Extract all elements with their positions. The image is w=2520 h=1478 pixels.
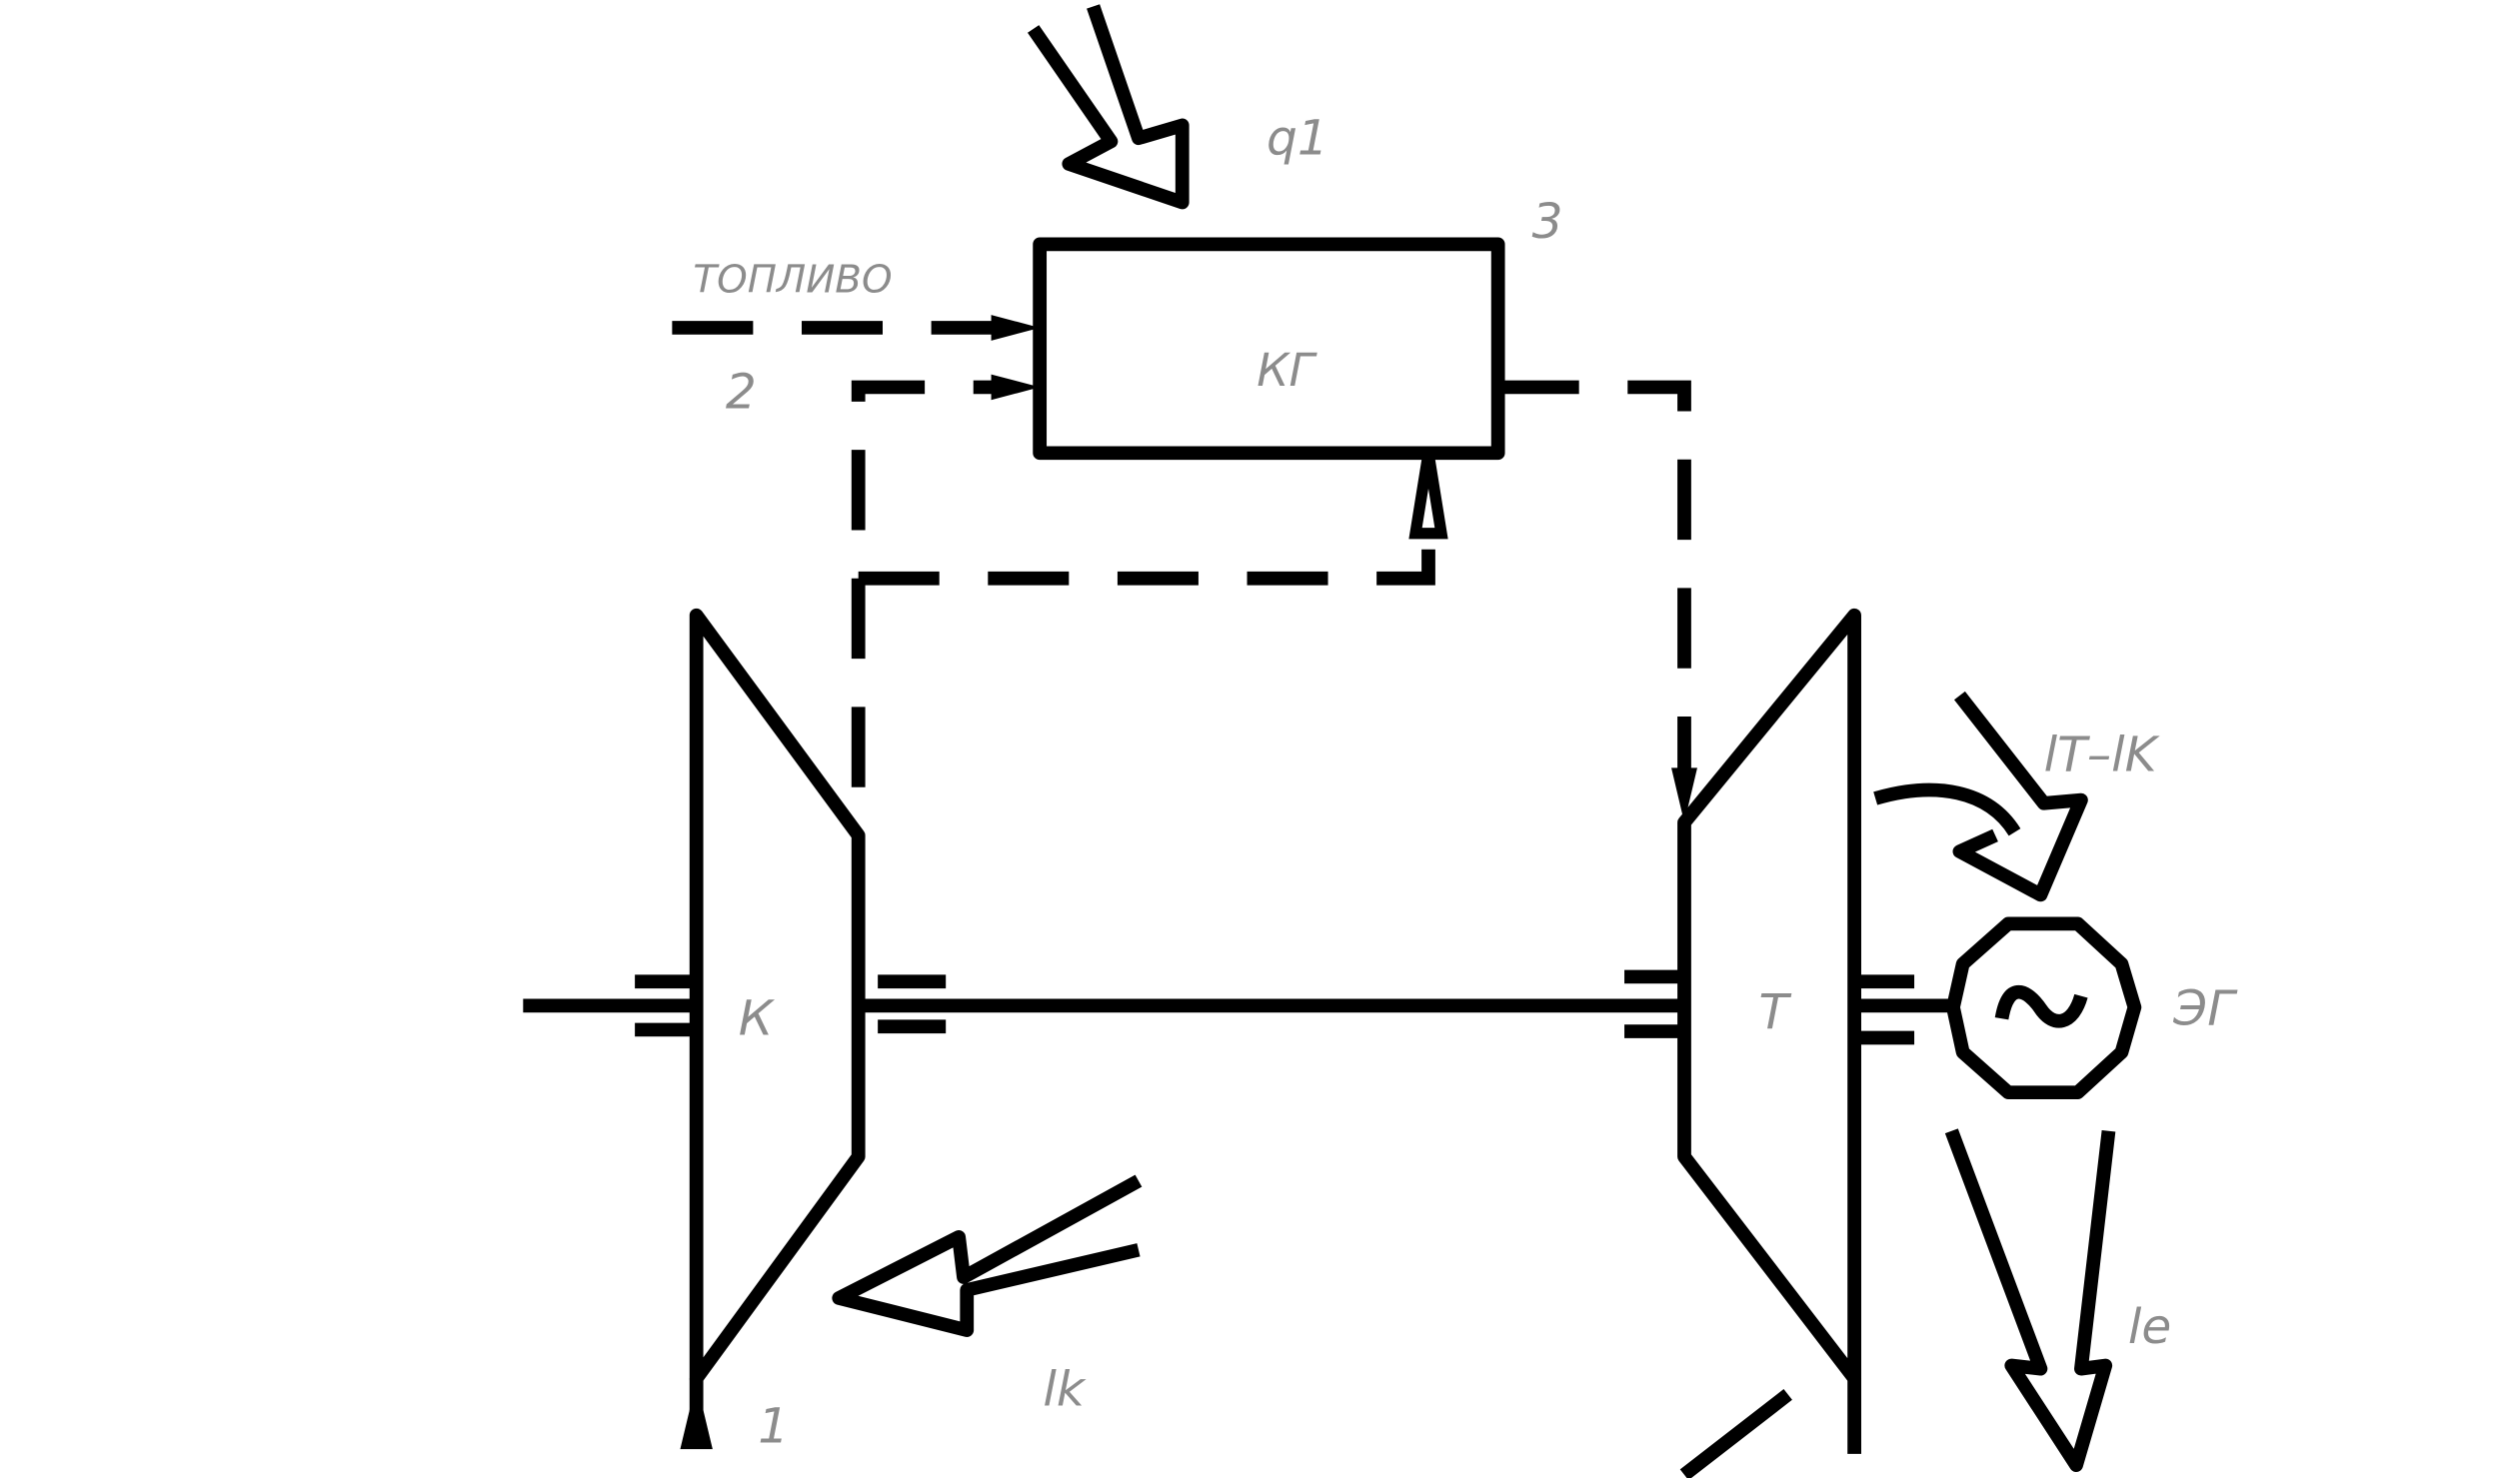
generator-label: ЭГ <box>2172 981 2238 1037</box>
heat-input-arrow <box>1027 4 1190 210</box>
hot-gas-line <box>1497 380 1691 779</box>
net-work-label: lT–lK <box>2044 728 2160 783</box>
net-work-curve <box>1873 782 2021 836</box>
gas-arrowhead <box>1671 767 1697 823</box>
generator-circle <box>1946 916 2142 1100</box>
turbine-label: Т <box>1759 984 1792 1040</box>
air-arrowhead-left <box>991 374 1041 401</box>
point-2-label: 2 <box>726 365 757 421</box>
turbine-exhaust-diagonal <box>1679 1389 1792 1478</box>
bearing-marks <box>635 969 1915 1045</box>
secondary-air-line <box>858 530 1435 586</box>
compressor-work-label: lk <box>1043 1362 1087 1418</box>
inlet-arrowhead <box>680 1381 713 1450</box>
electric-work-arrow <box>1944 1128 2116 1472</box>
combustion-chamber-box <box>1033 237 1505 461</box>
air-arrowhead-bottom <box>1408 452 1448 540</box>
compressor-body <box>689 608 866 1386</box>
fuel-arrowhead <box>991 315 1041 341</box>
fuel-label: ТОПЛИВО <box>693 258 892 303</box>
combustion-chamber-label: КГ <box>1257 344 1317 397</box>
point-3-label: 3 <box>1532 194 1563 250</box>
net-work-arrow <box>1952 691 2088 902</box>
heat-input-label: q1 <box>1266 111 1328 167</box>
compressor-label: К <box>739 990 776 1046</box>
alternating-current-icon <box>1994 984 2088 1028</box>
electric-work-label: le <box>2128 1299 2171 1355</box>
compressed-air-line <box>851 380 997 787</box>
point-1-label: 1 <box>758 1399 789 1455</box>
compressor-work-arrow <box>832 1174 1143 1337</box>
